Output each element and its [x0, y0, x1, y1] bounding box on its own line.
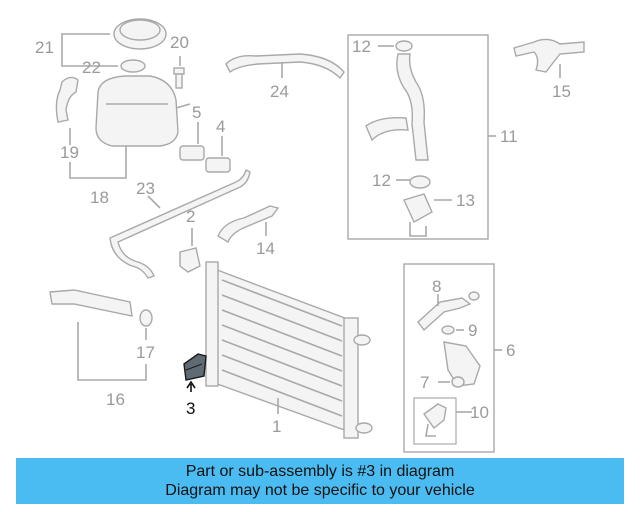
hose-23[interactable] — [109, 168, 251, 279]
leader-18 — [69, 146, 127, 179]
callout-22: 22 — [82, 58, 101, 77]
hose-19[interactable] — [55, 76, 79, 123]
group-box-11 — [347, 34, 489, 240]
callout-6: 6 — [506, 341, 515, 360]
hose-14[interactable] — [217, 205, 280, 244]
hose-8[interactable] — [417, 291, 480, 332]
banner-line-1: Part or sub-assembly is #3 in diagram — [185, 463, 455, 480]
callout-5: 5 — [192, 103, 201, 122]
radiator[interactable] — [205, 261, 373, 439]
callout-3: 3 — [186, 399, 195, 418]
callout-9: 9 — [468, 321, 477, 340]
leader-16 — [77, 322, 147, 381]
highlighted-part-3[interactable] — [183, 353, 207, 381]
sensor-5[interactable] — [179, 145, 205, 161]
callout-2: 2 — [186, 207, 195, 226]
callout-14: 14 — [256, 239, 275, 258]
callout-20: 20 — [170, 33, 189, 52]
leader-3 — [186, 380, 196, 392]
upper-hose-assembly[interactable] — [365, 40, 429, 161]
callout-4: 4 — [216, 117, 225, 136]
callout-23: 23 — [136, 179, 155, 198]
callout-16: 16 — [106, 390, 125, 409]
callout-7: 7 — [420, 373, 429, 392]
fitting-10[interactable] — [423, 403, 447, 437]
o-ring-7[interactable] — [451, 376, 465, 388]
leader-21 — [61, 33, 118, 67]
pipe-16[interactable] — [49, 289, 133, 317]
hose-15[interactable] — [513, 38, 585, 73]
callout-15: 15 — [552, 82, 571, 101]
info-banner: Part or sub-assembly is #3 in diagram Di… — [16, 458, 624, 504]
callout-12a: 12 — [352, 37, 371, 56]
callout-10: 10 — [470, 403, 489, 422]
callout-19: 19 — [60, 143, 79, 162]
group-box-6 — [403, 263, 495, 453]
hose-24[interactable] — [225, 53, 345, 80]
banner-line-2: Diagram may not be specific to your vehi… — [165, 482, 475, 499]
callout-1: 1 — [272, 417, 281, 436]
sensor-4[interactable] — [205, 157, 231, 173]
o-ring-17[interactable] — [139, 309, 153, 327]
callout-17: 17 — [136, 343, 155, 362]
mount-2[interactable] — [179, 247, 201, 273]
leader-23 — [147, 195, 161, 209]
callout-21: 21 — [35, 38, 54, 57]
callout-12b: 12 — [372, 171, 391, 190]
callout-24: 24 — [270, 82, 289, 101]
flange-13[interactable] — [403, 175, 433, 237]
bolt-20[interactable] — [173, 67, 185, 89]
callout-11: 11 — [500, 127, 518, 146]
flange-assembly[interactable] — [443, 341, 481, 387]
callout-18: 18 — [90, 188, 109, 207]
parts-diagram: 21 22 19 18 20 5 4 24 11 12 — [35, 18, 585, 453]
reservoir-cap[interactable] — [113, 18, 167, 73]
expansion-tank[interactable] — [95, 75, 191, 147]
sub-box-10 — [413, 397, 457, 445]
callout-8: 8 — [432, 277, 441, 296]
callout-13: 13 — [456, 191, 475, 210]
clip-9[interactable] — [441, 325, 455, 335]
